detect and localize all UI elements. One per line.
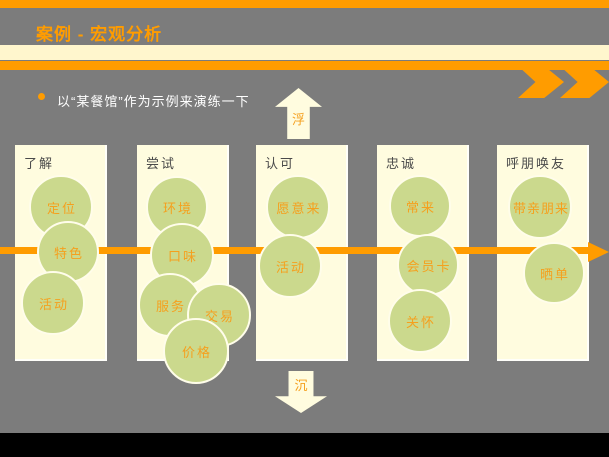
stage-header: 了解 [24,156,55,171]
factor-circle: 价格 [163,318,229,384]
factor-circle: 活动 [21,271,85,335]
bullet-marker [38,93,45,100]
factor-circle: 活动 [258,234,322,298]
stage-header: 忠诚 [386,156,417,171]
factor-circle: 带亲朋来 [508,175,572,239]
factor-circle: 关怀 [388,289,452,353]
factor-circle: 会员卡 [397,234,459,296]
stage-header: 尝试 [146,156,177,171]
title-underline-orange [0,61,609,70]
slide-title: 案例 - 宏观分析 [36,25,163,44]
factor-circle: 晒单 [523,242,585,304]
sink-arrow-label: 沉 [294,378,308,393]
flow-arrowhead-icon [588,242,609,262]
top-accent-bar [0,0,609,8]
stage-header: 呼朋唤友 [506,156,567,171]
factor-circle: 愿意来 [266,175,330,239]
factor-circle: 交易 [187,283,251,347]
bullet-text: 以“某餐馆”作为示例来演练一下 [57,94,250,109]
stage-header: 认可 [265,156,296,171]
factor-circle: 常来 [389,175,451,237]
sink-down-arrow-icon: 沉 [275,371,327,413]
chevron-right-icon [560,66,609,98]
float-arrow-label: 浮 [291,112,305,127]
float-up-arrow-icon: 浮 [275,88,322,139]
footer-bar [0,433,609,457]
title-underline-cream [0,45,609,60]
chevron-right-icon [518,66,564,98]
